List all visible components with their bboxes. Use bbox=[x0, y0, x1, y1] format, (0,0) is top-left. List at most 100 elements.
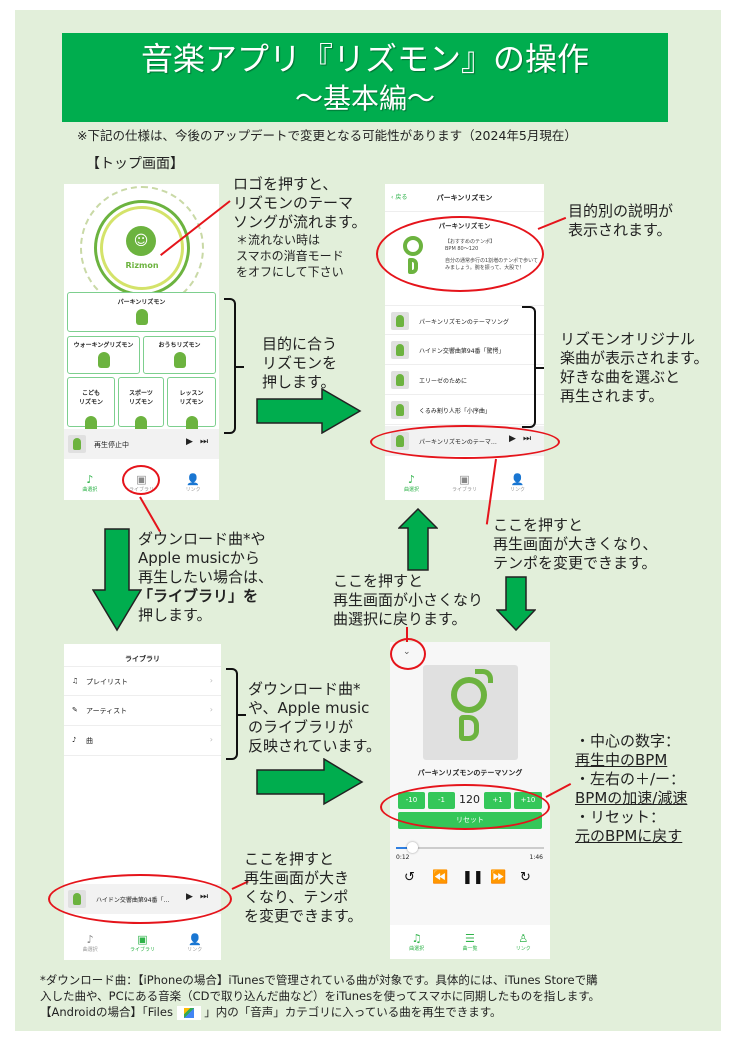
tab-song-select[interactable]: ♪曲選択 bbox=[392, 473, 432, 493]
previous-icon[interactable]: ⏪ bbox=[432, 870, 449, 885]
person-icon: ♙ bbox=[518, 932, 529, 945]
description-annotation: 目的別の説明が 表示されます。 bbox=[568, 202, 674, 239]
tab-label: リンク bbox=[515, 946, 531, 952]
card-label: おうちリズモン bbox=[158, 342, 201, 349]
tab-label: ライブラリ bbox=[129, 947, 155, 953]
elapsed-time: 0:12 bbox=[396, 854, 410, 861]
page-title: 音楽アプリ『リズモン』の操作 bbox=[140, 40, 589, 78]
collapse-annotation: ここを押すと 再生画面が小さくなり 曲選択に戻ります。 bbox=[333, 572, 484, 628]
tab-bar: ♪曲選択 ▣ライブラリ 👤リンク bbox=[64, 926, 221, 960]
title-banner: 音楽アプリ『リズモン』の操作 〜基本編〜 bbox=[62, 33, 668, 122]
album-art bbox=[423, 665, 518, 760]
person-icon: 👤 bbox=[186, 473, 200, 486]
library-row-playlist[interactable]: ♫プレイリスト› bbox=[64, 666, 221, 696]
tab-label: 曲一覧 bbox=[462, 946, 478, 952]
back-button[interactable]: ‹ 戻る bbox=[391, 194, 408, 201]
rewind-5-icon[interactable]: ↺ bbox=[404, 870, 415, 885]
bpm-controls-highlight bbox=[380, 784, 550, 830]
top-screen-phone: ☺ Rizmon パーキンリズモン ウォーキングリズモン おうちリズモン こども… bbox=[64, 184, 219, 500]
next-icon[interactable]: ⏩ bbox=[490, 870, 507, 885]
card-ouchi-rizmon[interactable]: おうちリズモン bbox=[143, 336, 216, 374]
rizmon-character-icon bbox=[451, 677, 487, 713]
logo-note-annotation: ＊流れない時は スマホの消音モード をオフにして下さい bbox=[236, 233, 344, 279]
tab-label: ライブラリ bbox=[451, 487, 477, 493]
bpm-help-annotation: ・中心の数字： 再生中のBPM ・左右の＋/ー： BPMの加速/減速 ・リセット… bbox=[575, 732, 687, 846]
song-row[interactable]: くるみ割り人形「小序曲」 bbox=[385, 395, 544, 425]
songs-annotation: リズモンオリジナル 楽曲が表示されます。 好きな曲を選ぶと 再生されます。 bbox=[560, 330, 709, 405]
rizmon-character-icon bbox=[85, 416, 97, 432]
annotation-line: 再生したい場合は、 bbox=[138, 568, 274, 586]
tab-label: 曲選択 bbox=[403, 487, 419, 493]
card-lesson-rizmon[interactable]: レッスン リズモン bbox=[167, 377, 216, 432]
rizmon-face-icon: ☺ bbox=[126, 226, 156, 256]
tab-song-list[interactable]: ☰曲一覧 bbox=[450, 932, 490, 952]
card-parkin-rizmon[interactable]: パーキンリズモン bbox=[67, 292, 216, 332]
song-title: ハイドン交響曲第94番「驚愕」 bbox=[419, 348, 505, 355]
right-arrow-icon bbox=[256, 388, 362, 434]
song-title: くるみ割り人形「小序曲」 bbox=[419, 408, 491, 415]
tab-link[interactable]: 👤リンク bbox=[173, 473, 213, 493]
song-title: パーキンリズモンのテーマソング bbox=[419, 319, 509, 326]
mini-player[interactable]: 再生停止中 ▶ ⏭ bbox=[64, 429, 219, 459]
tab-label: リンク bbox=[185, 487, 201, 493]
help-body: BPMの加速/減速 bbox=[575, 789, 688, 807]
tab-library[interactable]: ▣ライブラリ bbox=[445, 473, 485, 493]
library-icon: ▣ bbox=[137, 933, 148, 946]
library-rows-bracket bbox=[226, 668, 246, 760]
music-note-icon: ♪ bbox=[86, 933, 94, 946]
progress-handle[interactable] bbox=[407, 842, 419, 853]
play-button[interactable]: ▶ bbox=[186, 437, 193, 447]
files-app-icon bbox=[176, 1005, 201, 1020]
song-title: パーキンリズモンのテーマソング bbox=[417, 769, 523, 777]
song-thumbnail bbox=[68, 435, 86, 453]
library-icon: ▣ bbox=[459, 473, 470, 486]
song-row[interactable]: エリーゼのために bbox=[385, 365, 544, 395]
up-arrow-icon bbox=[398, 508, 438, 571]
annotation-line: Apple musicから bbox=[138, 549, 260, 567]
song-row[interactable]: ハイドン交響曲第94番「驚愕」 bbox=[385, 335, 544, 365]
tab-bar: ♫曲選択 ☰曲一覧 ♙リンク bbox=[390, 925, 550, 959]
tab-link[interactable]: 👤リンク bbox=[498, 473, 538, 493]
update-notice: ※下記の仕様は、今後のアップデートで変更となる可能性があります（2024年5月現… bbox=[77, 128, 577, 143]
tab-song-select[interactable]: ♪曲選択 bbox=[70, 933, 110, 953]
page-subtitle: 〜基本編〜 bbox=[294, 82, 435, 115]
song-thumbnail bbox=[391, 312, 409, 330]
help-head: ・左右の＋/ー： bbox=[575, 770, 686, 788]
footnote: *ダウンロード曲：【iPhoneの場合】iTunesで管理されている曲が対象です… bbox=[40, 972, 710, 1020]
tab-link[interactable]: 👤リンク bbox=[175, 933, 215, 953]
annotation-line: 「ライブラリ」を bbox=[138, 587, 259, 605]
library-row-songs[interactable]: ♪曲› bbox=[64, 726, 221, 756]
music-notes-icon: ♫ bbox=[411, 932, 422, 945]
pause-icon[interactable]: ❚❚ bbox=[462, 870, 484, 885]
song-thumbnail bbox=[391, 371, 409, 389]
playback-status: 再生停止中 bbox=[94, 441, 129, 449]
mini-player-highlight bbox=[370, 425, 560, 459]
tab-bar: ♪曲選択 ▣ライブラリ 👤リンク bbox=[385, 466, 544, 500]
nav-title: ライブラリ bbox=[125, 655, 160, 663]
tab-song-select[interactable]: ♫曲選択 bbox=[397, 932, 437, 952]
song-row[interactable]: パーキンリズモンのテーマソング bbox=[385, 305, 544, 335]
cards-annotation: 目的に合う リズモンを 押します。 bbox=[262, 335, 338, 391]
card-sports-rizmon[interactable]: スポーツ リズモン bbox=[118, 377, 164, 432]
progress-slider[interactable] bbox=[396, 842, 544, 853]
card-walking-rizmon[interactable]: ウォーキングリズモン bbox=[67, 336, 140, 374]
annotation-line: ダウンロード曲*や bbox=[138, 530, 266, 548]
playlist-icon: ♫ bbox=[72, 677, 79, 685]
library-mini-player-highlight bbox=[48, 874, 232, 924]
right-arrow-icon bbox=[256, 758, 364, 806]
card-kodomo-rizmon[interactable]: こども リズモン bbox=[67, 377, 115, 432]
annotation-line: 押します。 bbox=[138, 606, 212, 624]
footnote-text: 」内の「音声」カテゴリに入っている曲を再生できます。 bbox=[204, 1005, 502, 1019]
nav-bar: ‹ 戻る パーキンリズモン bbox=[385, 184, 544, 212]
tab-library[interactable]: ▣ライブラリ bbox=[122, 933, 162, 953]
tab-link[interactable]: ♙リンク bbox=[503, 932, 543, 952]
rizmon-character-icon bbox=[173, 352, 186, 368]
tab-label: 曲選択 bbox=[82, 947, 98, 953]
duration-time: 1:46 bbox=[529, 854, 543, 861]
tab-song-select[interactable]: ♪曲選択 bbox=[70, 473, 110, 493]
next-button[interactable]: ⏭ bbox=[200, 437, 209, 447]
forward-5-icon[interactable]: ↻ bbox=[520, 870, 531, 885]
library-row-artist[interactable]: ✎アーティスト› bbox=[64, 696, 221, 726]
footnote-text: 【Androidの場合】「Files bbox=[40, 1005, 173, 1019]
music-note-icon: ♪ bbox=[86, 473, 94, 486]
